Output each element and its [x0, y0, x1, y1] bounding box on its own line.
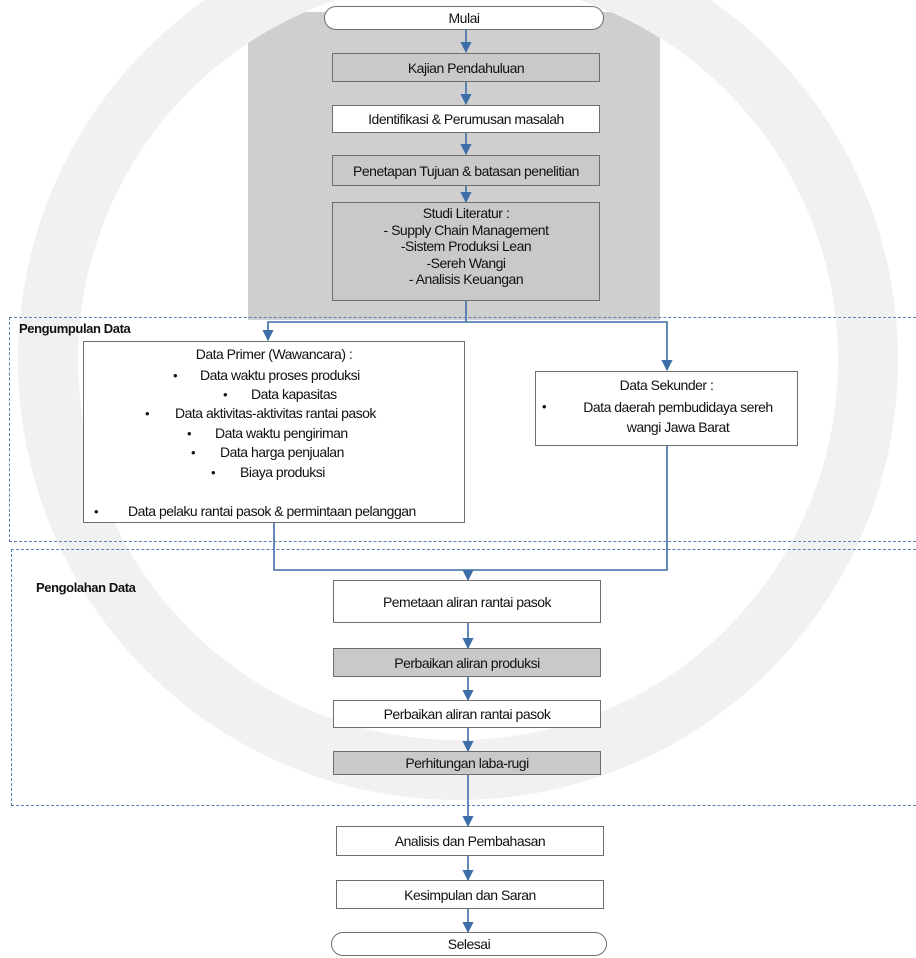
studi-item: - Analisis Keuangan	[408, 271, 524, 287]
step-kajian: Kajian Pendahuluan	[332, 53, 600, 82]
step-penetapan: Penetapan Tujuan & batasan penelitian	[332, 155, 600, 186]
group-pengolahan-label: Pengolahan Data	[36, 580, 136, 595]
bullet-icon: •	[94, 504, 99, 519]
line-sekunder-merge	[468, 445, 668, 571]
studi-title: Studi Literatur :	[422, 205, 510, 221]
bullet-icon: •	[223, 387, 228, 402]
group-pengumpulan	[9, 317, 916, 542]
box-data-primer: Data Primer (Wawancara) : • Data waktu p…	[83, 341, 465, 523]
bullet-icon: •	[173, 368, 178, 383]
studi-item: - Supply Chain Management	[383, 221, 549, 238]
step-perbaikan-produksi: Perbaikan aliran produksi	[333, 648, 601, 677]
line-primer-merge	[273, 522, 468, 571]
bullet-icon: •	[191, 445, 196, 460]
bullet-icon: •	[145, 406, 150, 421]
sekunder-title: Data Sekunder :	[619, 377, 714, 393]
step-identifikasi: Identifikasi & Perumusan masalah	[332, 105, 600, 133]
bullet-icon: •	[187, 426, 192, 441]
group-pengolahan	[11, 549, 916, 806]
bullet-icon: •	[542, 399, 547, 414]
step-kesimpulan: Kesimpulan dan Saran	[336, 880, 604, 909]
step-laba-rugi: Perhitungan laba-rugi	[333, 751, 601, 775]
primer-title: Data Primer (Wawancara) :	[195, 346, 353, 362]
studi-item: -Sereh Wangi	[426, 254, 506, 271]
step-perbaikan-rantai: Perbaikan aliran rantai pasok	[333, 700, 601, 728]
group-pengumpulan-label: Pengumpulan Data	[19, 321, 131, 336]
bullet-icon: •	[211, 465, 216, 480]
box-data-sekunder: Data Sekunder : • Data daerah pembudiday…	[535, 371, 798, 446]
arrow-studi-primer	[262, 300, 467, 342]
studi-item: -Sistem Produksi Lean	[400, 238, 532, 254]
step-analisis: Analisis dan Pembahasan	[336, 826, 604, 856]
start-terminal: Mulai	[324, 6, 604, 30]
arrow-studi-sekunder	[466, 321, 673, 372]
sekunder-item-line: wangi Jawa Barat	[626, 419, 730, 435]
step-studi-literatur: Studi Literatur : - Supply Chain Managem…	[332, 202, 600, 301]
end-terminal: Selesai	[331, 932, 607, 956]
step-pemetaan: Pemetaan aliran rantai pasok	[333, 580, 601, 623]
sekunder-item-line: Data daerah pembudidaya sereh	[583, 399, 773, 415]
